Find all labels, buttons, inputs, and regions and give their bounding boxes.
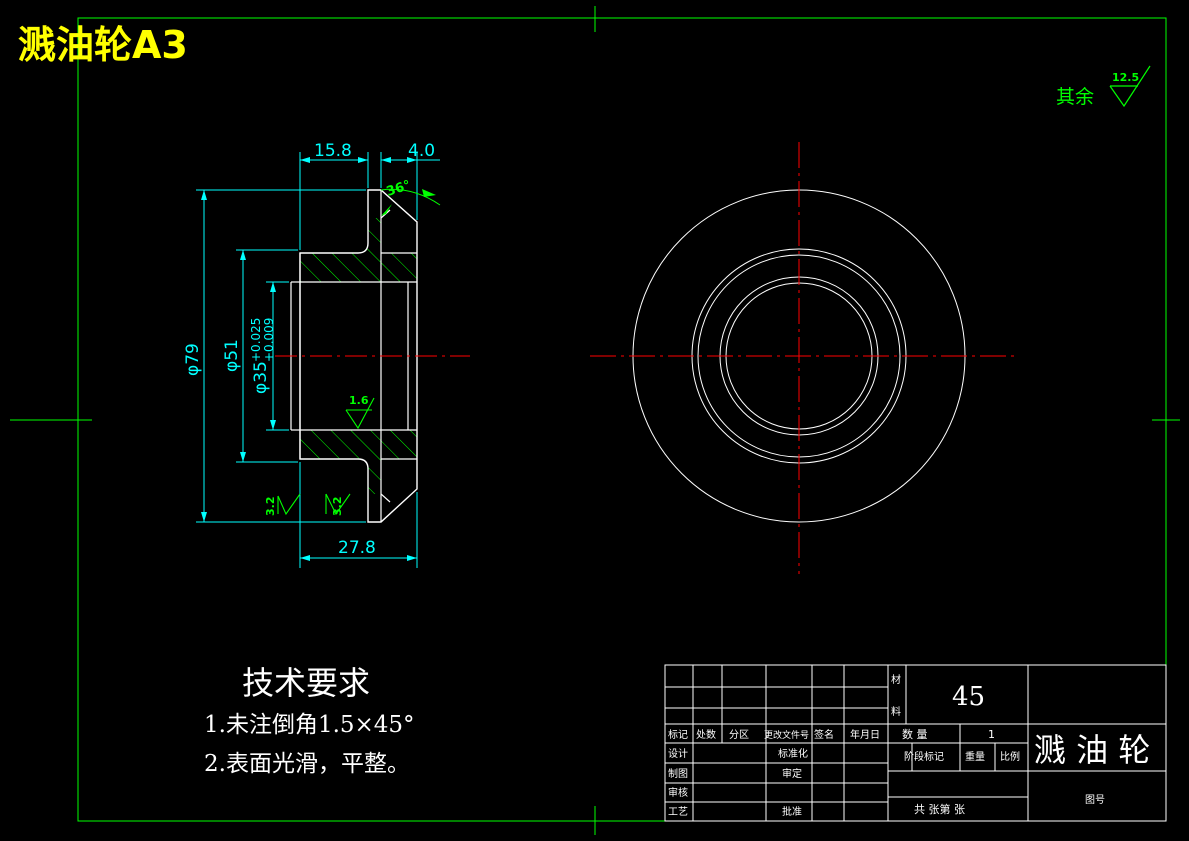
dim-4-0: 4.0 [408,141,435,161]
dim-phi35-upper-tol: +0.025 [249,318,263,362]
rev-h-count: 处数 [696,728,716,741]
dim-phi51: φ51 [222,339,242,372]
rev-h-zone: 分区 [729,729,749,741]
material-label-1: 材 [891,673,901,686]
tech-requirements: 技术要求 1.未注倒角1.5×45° 2.表面光滑，平整。 [204,664,415,777]
drawing-title: 溅油轮A3 [18,23,188,67]
section-hatch-top [300,218,417,282]
material-value: 45 [952,682,985,712]
mid-standard: 标准化 [778,747,808,760]
tech-item-2: 2.表面光滑，平整。 [204,751,410,777]
roughness-bore: 1.6 [349,394,369,407]
row-draw: 制图 [668,767,688,780]
dim-phi35-lower-tol: +0.009 [262,318,276,362]
roughness-note-label: 其余 [1056,86,1094,108]
roughness-symbols [277,397,375,516]
section-view [275,189,470,523]
quantity-label: 数 量 [902,728,928,741]
title-block-text: 材 料 45 数 量 1 阶段标记 重量 比例 溅 油 轮 共 张第 张 图号 … [668,673,1150,818]
roughness-note-value: 12.5 [1112,71,1139,84]
rev-h-mark: 标记 [668,729,688,741]
angle-dimension: 36° [380,178,441,216]
dimension-labels: 15.8 4.0 27.8 φ79 φ51 φ35 +0.025 +0.009 [183,141,435,558]
dim-phi79: φ79 [183,343,203,376]
roughness-face-left: 3.2 [264,497,277,517]
section-outline [299,189,418,523]
mid-authorize: 批准 [782,805,802,818]
dimensions [196,152,440,568]
tech-item-1: 1.未注倒角1.5×45° [204,712,415,738]
mid-approve: 审定 [782,767,802,780]
dim-angle-36: 36° [385,178,413,200]
general-roughness-note: 其余 12.5 [1056,65,1151,108]
rev-h-sign: 签名 [814,728,834,741]
drawing-no-label: 图号 [1085,794,1105,806]
section-hatch-bottom [300,430,417,494]
weight-label: 重量 [965,750,985,763]
dim-15-8: 15.8 [314,141,352,161]
sheets-label: 共 张第 张 [914,802,965,816]
stage-label: 阶段标记 [904,750,944,763]
roughness-face-right: 3.2 [331,497,344,517]
scale-label: 比例 [1000,750,1020,763]
part-name: 溅 油 轮 [1034,731,1150,769]
quantity-value: 1 [988,728,995,741]
row-check: 审核 [668,786,688,799]
material-label-2: 料 [891,705,901,718]
drawing-frame [10,6,1180,835]
row-process: 工艺 [668,806,688,818]
tech-heading: 技术要求 [242,664,370,702]
row-design: 设计 [668,747,688,760]
rev-h-date: 年月日 [850,728,880,741]
title-block [664,664,1167,822]
rev-h-doc: 更改文件号 [764,729,809,741]
dim-phi35: φ35 [251,361,271,394]
end-view [590,142,1016,574]
dim-27-8: 27.8 [338,538,376,558]
